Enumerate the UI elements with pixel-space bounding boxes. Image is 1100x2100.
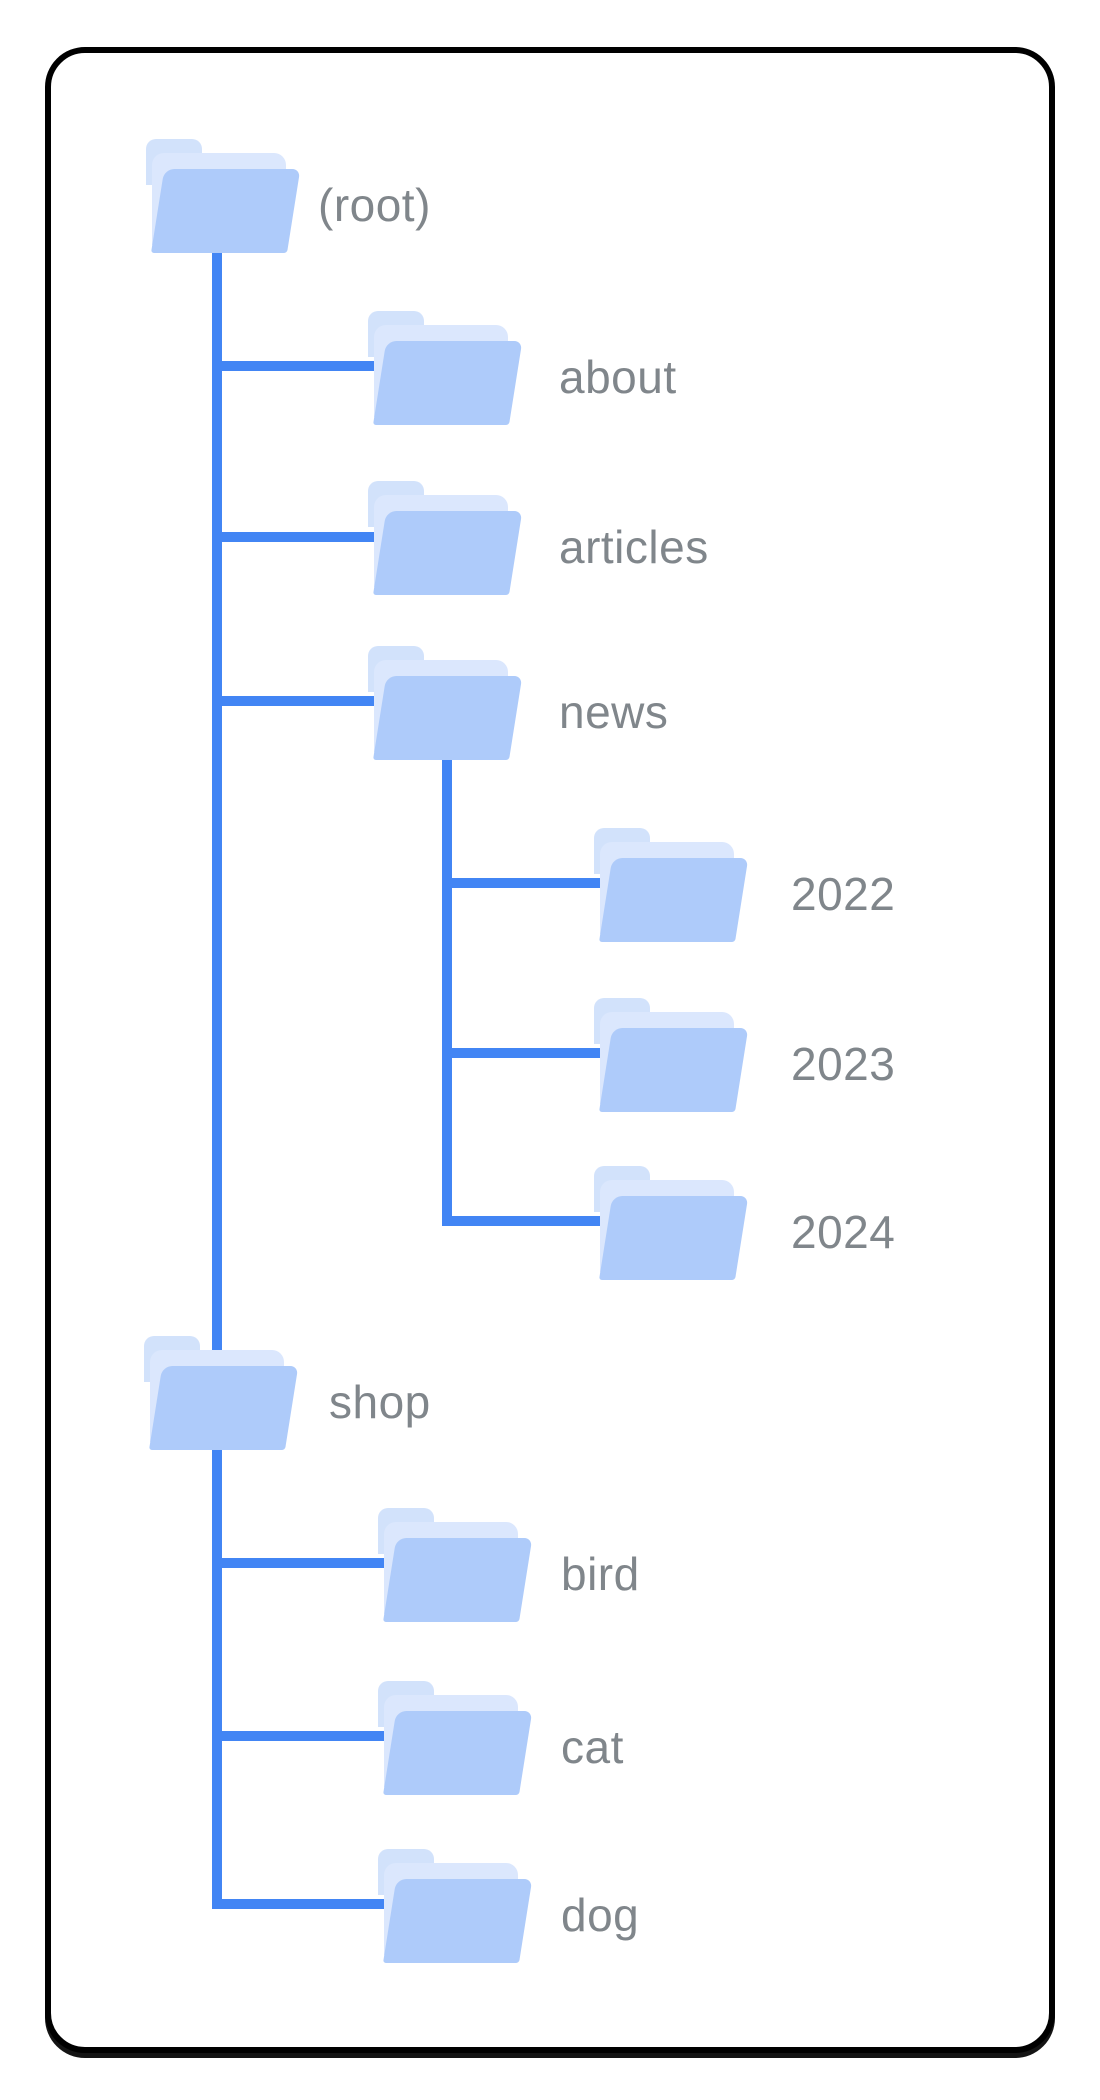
folder-label-root: (root) xyxy=(318,179,431,231)
diagram-card: (root) about articles news 2022 2023 202… xyxy=(45,47,1055,2053)
folder-front-flap xyxy=(599,1196,749,1280)
folder-front-flap xyxy=(373,341,523,425)
folder-front-flap xyxy=(151,169,301,253)
folder-front-flap xyxy=(373,676,523,760)
folder-front-flap xyxy=(149,1366,299,1450)
folder-front-flap xyxy=(599,858,749,942)
branch-line-2024 xyxy=(442,1216,657,1226)
folder-icon xyxy=(368,646,523,760)
branch-line-articles xyxy=(212,532,442,542)
folder-icon xyxy=(368,311,523,425)
folder-label-articles: articles xyxy=(559,521,709,573)
branch-line-about xyxy=(212,361,442,371)
folder-label-dog: dog xyxy=(561,1889,640,1941)
folder-icon xyxy=(378,1681,533,1795)
branch-line-dog xyxy=(212,1899,442,1909)
folder-icon xyxy=(146,139,301,253)
folder-front-flap xyxy=(383,1538,533,1622)
folder-icon xyxy=(368,481,523,595)
folder-icon xyxy=(378,1849,533,1963)
tree-node-dog xyxy=(378,1849,533,1963)
branch-line-2022 xyxy=(442,878,657,888)
folder-label-cat: cat xyxy=(561,1721,624,1773)
branch-line-cat xyxy=(212,1731,442,1741)
tree-node-root xyxy=(146,139,301,253)
folder-front-flap xyxy=(599,1028,749,1112)
folder-icon xyxy=(144,1336,299,1450)
trunk-line-root xyxy=(212,252,222,1909)
trunk-line-news xyxy=(442,760,452,1226)
tree-node-shop xyxy=(144,1336,299,1450)
folder-label-shop: shop xyxy=(329,1376,431,1428)
folder-icon xyxy=(594,998,749,1112)
tree-node-cat xyxy=(378,1681,533,1795)
tree-node-news xyxy=(368,646,523,760)
tree-node-about xyxy=(368,311,523,425)
folder-front-flap xyxy=(373,511,523,595)
tree-node-2023 xyxy=(594,998,749,1112)
folder-label-2024: 2024 xyxy=(791,1206,896,1258)
folder-label-2022: 2022 xyxy=(791,868,896,920)
folder-front-flap xyxy=(383,1711,533,1795)
branch-line-bird xyxy=(212,1558,442,1568)
folder-label-news: news xyxy=(559,686,669,738)
folder-front-flap xyxy=(383,1879,533,1963)
folder-icon xyxy=(594,1166,749,1280)
tree-node-articles xyxy=(368,481,523,595)
branch-line-news xyxy=(212,696,442,706)
branch-line-2023 xyxy=(442,1048,657,1058)
tree-node-2022 xyxy=(594,828,749,942)
tree-node-2024 xyxy=(594,1166,749,1280)
folder-icon xyxy=(594,828,749,942)
tree-node-bird xyxy=(378,1508,533,1622)
folder-label-about: about xyxy=(559,351,677,403)
folder-label-2023: 2023 xyxy=(791,1038,896,1090)
folder-icon xyxy=(378,1508,533,1622)
folder-label-bird: bird xyxy=(561,1548,640,1600)
